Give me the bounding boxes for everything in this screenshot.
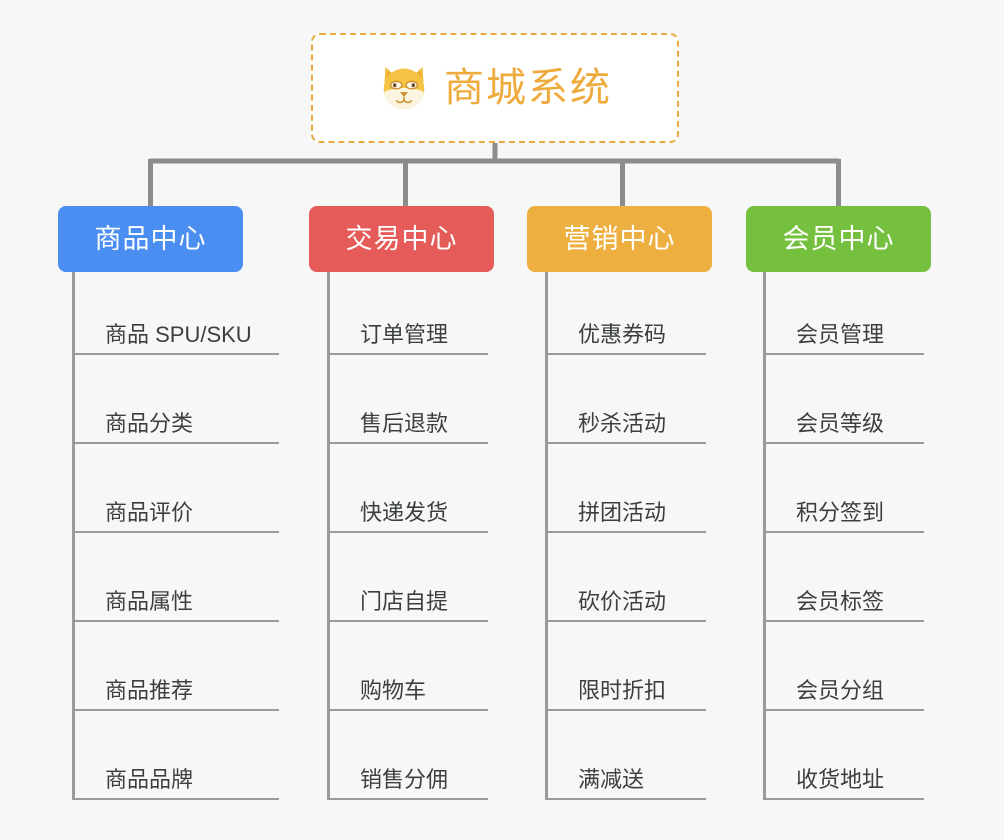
leaf-item-marketing-3[interactable]: 拼团活动: [546, 493, 706, 533]
leaf-item-label: 满减送: [578, 767, 645, 792]
leaf-item-label: 收货地址: [796, 767, 885, 792]
leaf-item-marketing-5[interactable]: 限时折扣: [546, 671, 706, 711]
leaf-item-marketing-2[interactable]: 秒杀活动: [546, 404, 706, 444]
root-node[interactable]: 商城系统: [311, 33, 679, 143]
leaf-item-label: 订单管理: [360, 322, 449, 347]
leaf-item-member-4[interactable]: 会员标签: [764, 582, 924, 622]
leaf-item-member-6[interactable]: 收货地址: [764, 760, 924, 800]
category-label-member: 会员中心: [782, 223, 895, 254]
leaf-item-label: 商品推荐: [105, 678, 194, 703]
leaf-item-trade-1[interactable]: 订单管理: [328, 315, 488, 355]
leaf-item-label: 商品品牌: [105, 767, 194, 792]
category-box-trade[interactable]: 交易中心: [309, 206, 494, 272]
leaf-item-trade-3[interactable]: 快递发货: [328, 493, 488, 533]
leaf-item-trade-4[interactable]: 门店自提: [328, 582, 488, 622]
category-label-marketing: 营销中心: [563, 223, 676, 254]
leaf-item-marketing-6[interactable]: 满减送: [546, 760, 706, 800]
leaf-item-product-5[interactable]: 商品推荐: [73, 671, 279, 711]
category-label-trade: 交易中心: [345, 223, 458, 254]
leaf-item-product-1[interactable]: 商品 SPU/SKU: [73, 315, 279, 355]
leaf-item-label: 商品分类: [105, 411, 194, 436]
leaf-item-label: 商品 SPU/SKU: [105, 322, 252, 347]
leaf-item-label: 限时折扣: [578, 678, 667, 703]
leaf-item-label: 会员标签: [796, 589, 885, 614]
leaf-item-label: 会员分组: [796, 678, 885, 703]
leaf-item-label: 商品属性: [105, 589, 194, 614]
root-title: 商城系统: [444, 66, 612, 110]
leaf-item-member-5[interactable]: 会员分组: [764, 671, 924, 711]
leaf-item-product-4[interactable]: 商品属性: [73, 582, 279, 622]
leaf-item-label: 秒杀活动: [578, 411, 667, 436]
leaf-item-trade-6[interactable]: 销售分佣: [328, 760, 488, 800]
leaf-item-label: 砍价活动: [578, 589, 667, 614]
leaf-item-member-3[interactable]: 积分签到: [764, 493, 924, 533]
leaf-item-trade-5[interactable]: 购物车: [328, 671, 488, 711]
leaf-item-label: 会员等级: [796, 411, 885, 436]
leaf-item-trade-2[interactable]: 售后退款: [328, 404, 488, 444]
leaf-item-member-1[interactable]: 会员管理: [764, 315, 924, 355]
leaf-item-product-6[interactable]: 商品品牌: [73, 760, 279, 800]
leaf-item-label: 售后退款: [360, 411, 449, 436]
category-box-member[interactable]: 会员中心: [746, 206, 931, 272]
leaf-item-label: 商品评价: [105, 500, 194, 525]
leaf-item-marketing-1[interactable]: 优惠券码: [546, 315, 706, 355]
category-box-marketing[interactable]: 营销中心: [527, 206, 712, 272]
leaf-item-label: 拼团活动: [578, 500, 667, 525]
leaf-item-label: 快递发货: [360, 500, 449, 525]
leaf-item-label: 优惠券码: [578, 322, 667, 347]
leaf-item-label: 会员管理: [796, 322, 885, 347]
leaf-item-member-2[interactable]: 会员等级: [764, 404, 924, 444]
category-label-product: 商品中心: [94, 223, 207, 254]
leaf-item-label: 门店自提: [360, 589, 449, 614]
shiba-dog-face-icon: [383, 66, 425, 110]
leaf-item-product-3[interactable]: 商品评价: [73, 493, 279, 533]
leaf-item-product-2[interactable]: 商品分类: [73, 404, 279, 444]
category-box-product[interactable]: 商品中心: [58, 206, 243, 272]
leaf-item-label: 积分签到: [796, 500, 885, 525]
leaf-item-label: 购物车: [360, 678, 427, 703]
leaf-item-label: 销售分佣: [360, 767, 449, 792]
leaf-item-marketing-4[interactable]: 砍价活动: [546, 582, 706, 622]
